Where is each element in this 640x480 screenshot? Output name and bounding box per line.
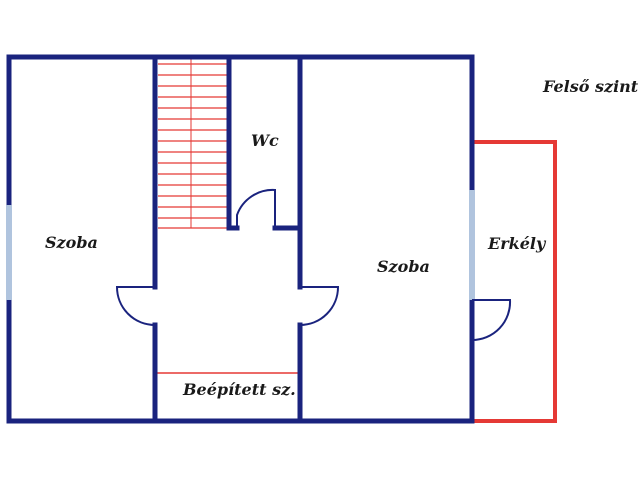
door-balcony [471,299,512,342]
room-label-balcony: Erkély [487,234,547,253]
door-right-room [299,286,340,326]
room-label-right: Szoba [377,257,430,276]
floor-title: Felső szint [542,77,639,96]
door-left-room [115,286,156,326]
staircase [158,58,228,229]
balcony-outline [472,140,557,423]
room-label-builtin: Beépített sz. [182,380,296,399]
room-label-left: Szoba [45,233,98,252]
doors [115,188,512,342]
room-label-wc: Wc [251,131,279,150]
door-wc [236,188,276,228]
